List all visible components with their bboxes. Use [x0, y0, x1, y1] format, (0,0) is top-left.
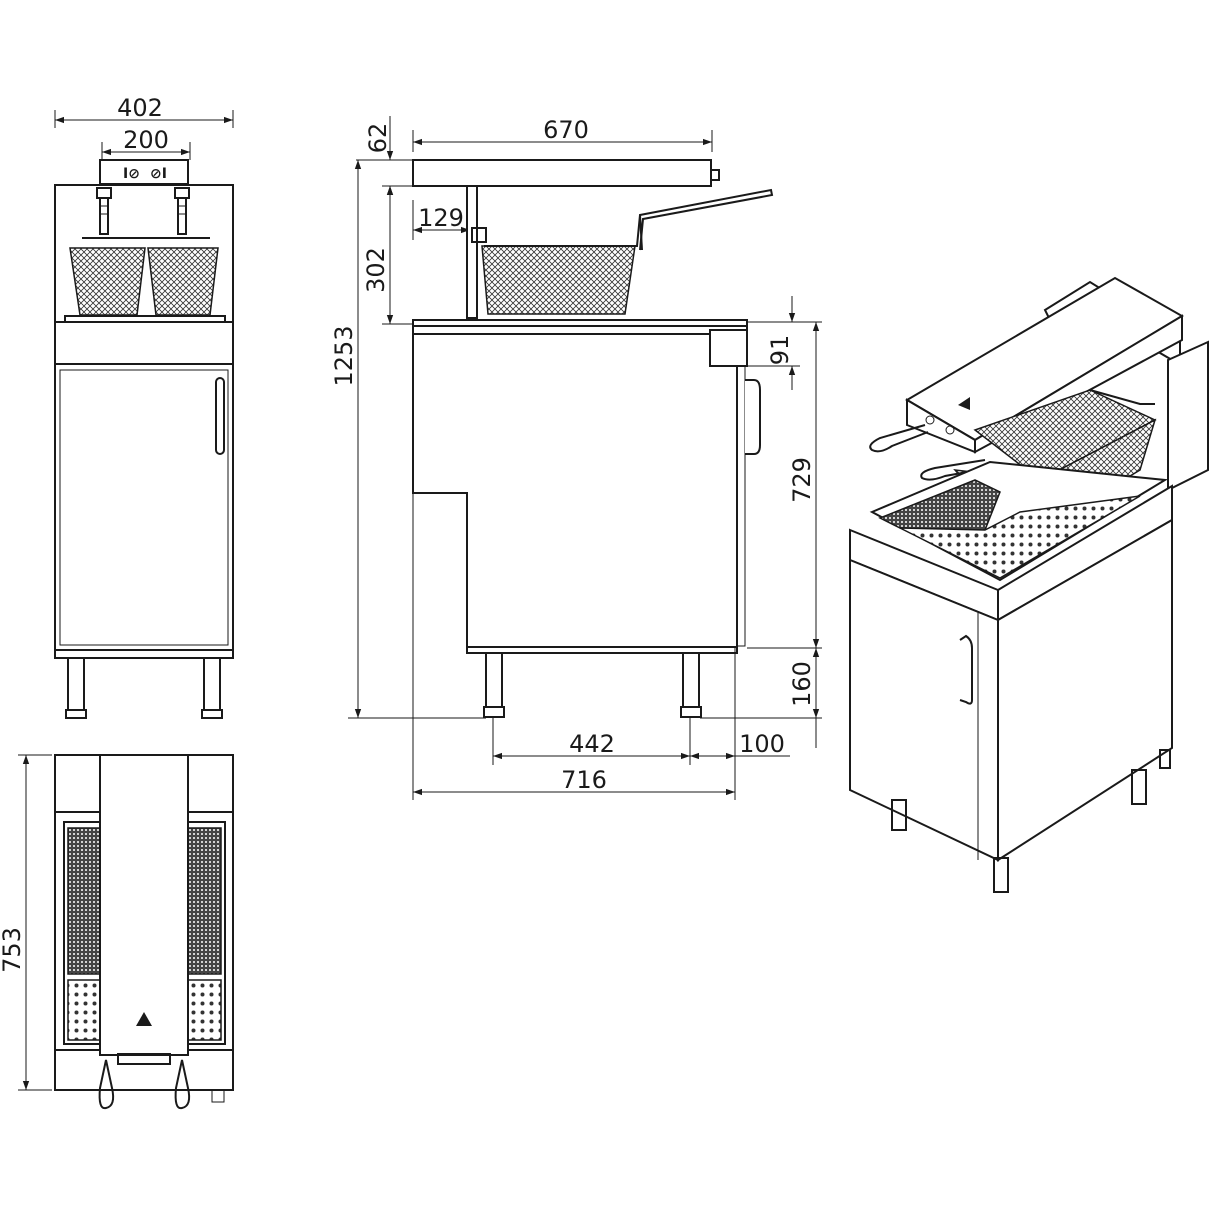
door-handle-icon[interactable]	[215, 377, 225, 455]
dim-side-total-depth: 716	[561, 766, 607, 794]
basket-handle-icon[interactable]	[920, 459, 991, 481]
door-handle-icon[interactable]	[959, 634, 973, 705]
basket-handle-icon[interactable]	[869, 424, 929, 453]
dim-side-leg-height: 160	[788, 661, 816, 707]
dim-side-cabinet-height: 729	[788, 457, 816, 503]
top-head-unit	[99, 754, 189, 1056]
iso-fry-well	[899, 495, 1141, 579]
side-view: 670 62 1253 302 129	[330, 116, 822, 800]
dim-front-basket-width: 200	[123, 126, 169, 154]
isometric-view	[849, 276, 1209, 893]
top-view: 753	[0, 754, 234, 1110]
warning-triangle-icon	[136, 1012, 152, 1026]
dim-side-total-height: 1253	[330, 325, 358, 386]
basket-hanger-left	[96, 187, 112, 235]
dim-side-door-offset: 100	[739, 730, 785, 758]
basket-handle-icon[interactable]	[174, 1059, 191, 1110]
top-drain-left	[67, 979, 103, 1041]
dim-side-top-length: 670	[543, 116, 589, 144]
front-basket-right	[147, 247, 219, 316]
iso-drain-grid	[878, 479, 1001, 531]
control-knobs-left: I⊘	[123, 166, 140, 182]
control-panel	[99, 159, 189, 185]
door-handle-icon[interactable]	[745, 379, 761, 455]
dim-side-panel-height: 91	[766, 335, 794, 366]
control-knobs-right: ⊘I	[150, 166, 167, 182]
dim-front-width: 402	[117, 94, 163, 122]
dim-side-head-height: 302	[362, 247, 390, 293]
side-head-unit	[412, 159, 712, 187]
iso-cabinet-door-side	[997, 518, 1173, 862]
top-basket-right-mesh	[186, 827, 222, 975]
dim-side-leg-span: 442	[569, 730, 615, 758]
dim-side-head-gap: 129	[418, 204, 464, 232]
dim-side-top-offset: 62	[364, 123, 392, 154]
basket-handle-icon[interactable]	[98, 1059, 115, 1110]
front-basket-left	[69, 247, 146, 316]
side-basket	[481, 245, 636, 315]
warning-triangle-icon	[958, 397, 970, 410]
top-drain-right	[186, 979, 222, 1041]
dim-top-depth: 753	[0, 927, 26, 973]
basket-hanger-right	[174, 187, 190, 235]
top-basket-left-mesh	[67, 827, 103, 975]
front-view: 402 200 I⊘ ⊘I	[54, 94, 234, 719]
